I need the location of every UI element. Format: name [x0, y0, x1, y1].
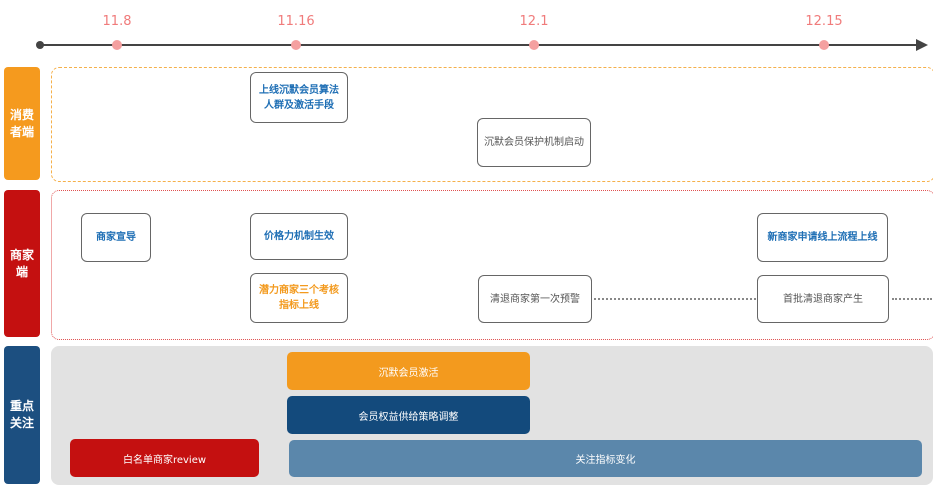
box-new-merchant-apply: 新商家申请线上流程上线 [757, 213, 888, 262]
timeline [36, 39, 928, 51]
box-silent-member-protection: 沉默会员保护机制启动 [477, 118, 591, 167]
section-label-merchant: 商家端 [9, 247, 34, 279]
box-first-batch-removed: 首批清退商家产生 [757, 275, 889, 323]
section-frame-consumer [51, 67, 933, 182]
timeline-tick-label: 11.8 [102, 14, 132, 29]
section-tab-focus: 重点关注 [4, 346, 40, 484]
timeline-tick-label: 11.16 [277, 14, 315, 29]
section-frame-merchant [51, 190, 933, 340]
box-silent-member-algo: 上线沉默会员算法人群及激活手段 [250, 72, 348, 123]
timeline-tick-dot [112, 40, 122, 50]
timeline-tick-dot [291, 40, 301, 50]
bar-whitelist-review: 白名单商家review [70, 439, 259, 477]
timeline-start-dot [36, 41, 44, 49]
timeline-tick-dot [819, 40, 829, 50]
bar-metric-changes: 关注指标变化 [289, 440, 922, 477]
timeline-tick-label: 12.15 [805, 14, 843, 29]
timeline-tick-dot [529, 40, 539, 50]
section-label-consumer: 消费者端 [9, 107, 34, 139]
timeline-arrow-head [916, 39, 928, 51]
box-price-mechanism: 价格力机制生效 [250, 213, 348, 260]
dotted-connector [594, 298, 756, 300]
bar-member-rights-strategy: 会员权益供给策略调整 [287, 396, 530, 434]
section-label-focus: 重点关注 [9, 399, 34, 430]
box-merchant-first-warning: 清退商家第一次预警 [478, 275, 592, 323]
box-merchant-guide: 商家宣导 [81, 213, 151, 262]
box-potential-merchant: 潜力商家三个考核指标上线 [250, 273, 348, 323]
bar-silent-member-activation: 沉默会员激活 [287, 352, 530, 390]
section-tab-merchant: 商家端 [4, 190, 40, 337]
dotted-connector [892, 298, 932, 300]
timeline-tick-label: 12.1 [519, 14, 549, 29]
section-tab-consumer: 消费者端 [4, 67, 40, 180]
